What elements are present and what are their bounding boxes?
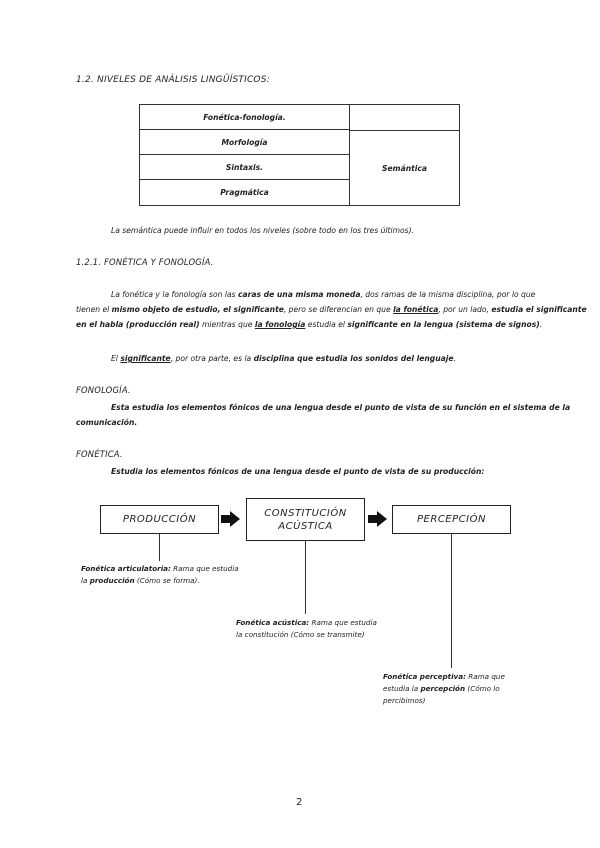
fonologia-line2: comunicación. xyxy=(76,418,138,427)
note-text: la xyxy=(81,576,90,585)
para-bold: estudia el significante xyxy=(491,305,587,314)
para-text: . xyxy=(453,354,456,363)
arrow-right-icon xyxy=(221,511,240,527)
acoustic-box-line2: ACÚSTICA xyxy=(278,520,333,532)
para-text: , por otra parte, es la xyxy=(170,354,254,363)
note-text: Rama que estudia xyxy=(309,618,377,627)
semantics-note: La semántica puede influir en todos los … xyxy=(111,226,414,235)
para-bold: mismo objeto de estudio, el significante xyxy=(111,305,284,314)
fonologia-line1: Esta estudia los elementos fónicos de un… xyxy=(111,403,571,412)
para-text: . xyxy=(539,320,543,329)
note-perceptive: Fonética perceptiva: Rama que estudia la… xyxy=(383,671,505,707)
perception-box: PERCEPCIÓN xyxy=(392,505,511,534)
note-text: estudia la xyxy=(383,684,421,693)
para-bold: en el habla (producción real) xyxy=(76,320,200,329)
para-text: tienen el xyxy=(76,305,112,314)
production-box: PRODUCCIÓN xyxy=(100,505,219,534)
acoustic-box: CONSTITUCIÓN ACÚSTICA xyxy=(246,498,365,541)
fonologia-text: Esta estudia los elementos fónicos de un… xyxy=(76,400,571,430)
level-semantics: Semántica xyxy=(349,130,459,205)
para-text: mientras que xyxy=(199,320,255,329)
note-text: (Cómo lo xyxy=(465,684,500,693)
acoustic-box-line1: CONSTITUCIÓN xyxy=(264,507,347,519)
para-text: , dos ramas de la misma disciplina, por … xyxy=(360,290,536,299)
fonetica-text: Estudia los elementos fónicos de una len… xyxy=(111,467,485,476)
level-pragmatics: Pragmática xyxy=(220,188,269,197)
note-articulatory: Fonética articulatoria: Rama que estudia… xyxy=(81,563,239,587)
para-text: La fonética y la fonología son las xyxy=(111,290,239,299)
arrow-right-icon xyxy=(368,511,387,527)
note-bold: producción xyxy=(89,576,135,585)
para-underline: significante xyxy=(120,354,171,363)
para-text: , pero se diferencian en que xyxy=(283,305,394,314)
subsection-title: 1.2.1. FONÉTICA Y FONOLOGÍA. xyxy=(76,257,214,267)
fonologia-title: FONOLOGÍA. xyxy=(76,385,131,395)
note-bold: Fonética articulatoria: xyxy=(81,564,171,573)
levels-table: Fonética-fonología. Morfología Sintaxis.… xyxy=(139,104,460,206)
table-empty-cell xyxy=(349,105,459,130)
level-morphology: Morfología xyxy=(140,130,349,155)
note-text: percibimos) xyxy=(383,696,426,705)
para-text: , por un lado, xyxy=(438,305,492,314)
paragraph-phonetics-phonology: La fonética y la fonología son las caras… xyxy=(76,287,587,332)
note-text: Rama que estudia xyxy=(170,564,239,573)
level-syntax: Sintaxis. xyxy=(140,155,349,180)
para-underline: la fonología xyxy=(254,320,306,329)
note-text: Rama que xyxy=(465,672,505,681)
para-underline: la fonética xyxy=(393,305,439,314)
note-acoustic: Fonética acústica: Rama que estudia la c… xyxy=(236,617,377,641)
para-bold: caras de una misma moneda xyxy=(238,290,361,299)
note-text: (Cómo se forma). xyxy=(134,576,200,585)
note-bold: Fonética perceptiva: xyxy=(383,672,466,681)
page-number: 2 xyxy=(296,797,303,808)
para-bold: significante en la lengua (sistema de si… xyxy=(347,320,540,329)
section-title: 1.2. NIVELES DE ANÁLISIS LINGÜÍSTICOS: xyxy=(76,75,270,85)
note-bold: Fonética acústica: xyxy=(236,618,310,627)
para-text: El xyxy=(111,354,121,363)
note-text: la constitución (Cómo se transmite) xyxy=(236,630,365,639)
paragraph-significante: El significante, por otra parte, es la d… xyxy=(111,351,456,366)
level-phonetics: Fonética-fonología. xyxy=(140,105,349,130)
para-text: estudia el xyxy=(305,320,348,329)
connector-line xyxy=(451,534,452,668)
connector-line xyxy=(159,534,160,561)
para-bold: disciplina que estudia los sonidos del l… xyxy=(253,354,454,363)
fonetica-title: FONÉTICA. xyxy=(76,449,123,459)
connector-line xyxy=(305,541,306,614)
note-bold: percepción xyxy=(420,684,466,693)
